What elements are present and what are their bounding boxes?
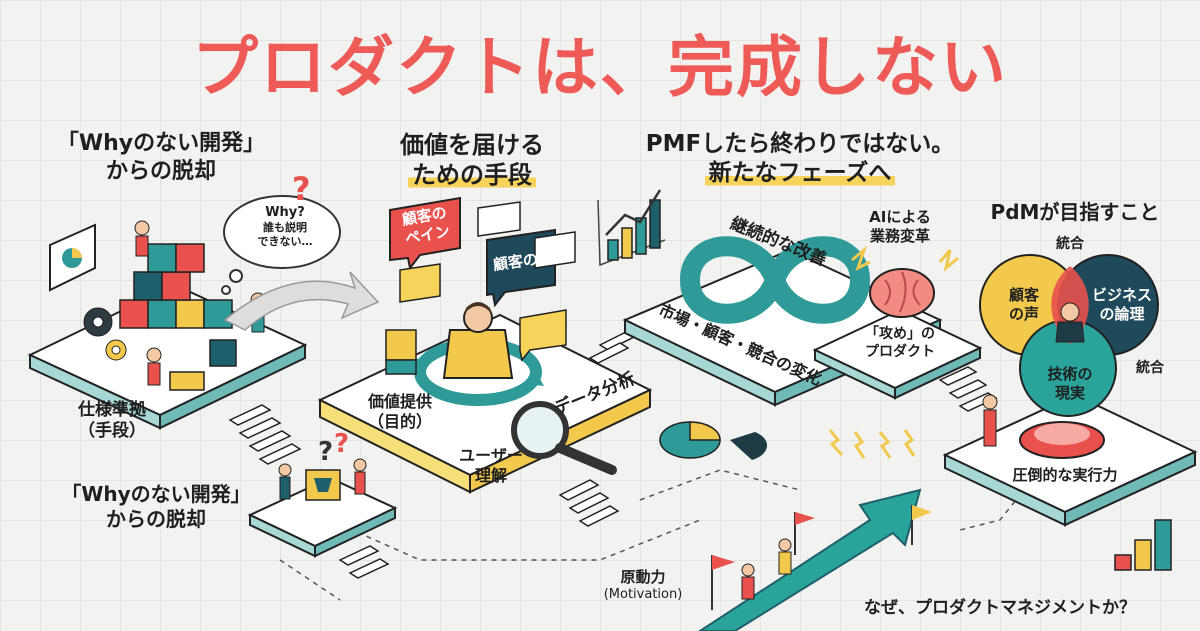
business-logic-circle: ビジネス の論理 [1082, 286, 1162, 324]
integration-right-label: 統合 [1136, 360, 1164, 376]
pie-screen-icon [49, 223, 96, 292]
pdm-heading: PdMが目指すこと [990, 200, 1160, 224]
left-bottom-heading: 「Whyのない開発」 からの脱却 [36, 482, 276, 532]
magnifier-icon [511, 401, 617, 475]
value-label-line1: 価値提供 [367, 392, 432, 411]
lightning-icon [828, 429, 916, 459]
offense-line1: 「攻め」の [865, 326, 935, 342]
offense-product-label: 「攻め」の プロダクト [848, 326, 952, 361]
offense-line2: プロダクト [865, 343, 935, 360]
user-understanding-label: ユーザー 理解 [446, 446, 536, 486]
business-line2: の論理 [1099, 304, 1145, 323]
ai-transformation-label: AIによる 業務変革 [850, 208, 950, 246]
left-heading-line2: からの脱却 [105, 158, 216, 184]
execution-label: 圧倒的な実行力 [1012, 466, 1118, 484]
pie-chart-icon [659, 421, 768, 460]
voice-line1: 顧客 [1008, 286, 1039, 304]
svg-text:?: ? [334, 429, 349, 459]
why-product-management-caption: なぜ、プロダクトマネジメントか？ [864, 598, 1136, 618]
user-label-line2: 理解 [474, 466, 507, 485]
infinity-loop-icon [679, 236, 871, 324]
curved-arrow-icon [223, 271, 380, 331]
left-bottom-heading-line1: 「Whyのない開発」 [61, 482, 251, 506]
venn-diagram [979, 254, 1159, 417]
left-bottom-heading-line2: からの脱却 [106, 507, 206, 531]
customer-voice-circle: 顧客 の声 [994, 286, 1054, 324]
ai-platform [812, 308, 983, 400]
growth-bars [1114, 519, 1172, 571]
motivation-line2: (Motivation) [603, 586, 683, 602]
motivation-line1: 原動力 [620, 568, 666, 586]
voice-line2: の声 [1008, 304, 1039, 323]
svg-text:?: ? [292, 170, 311, 208]
center-heading: 価値を届ける ための手段 [372, 130, 572, 190]
left-heading: 「Whyのない開発」 からの脱却 [36, 130, 286, 185]
flag-icon [711, 505, 932, 610]
pmf-heading: PMFしたら終わりではない。 新たなフェーズへ [630, 130, 970, 188]
left-heading-line1: 「Whyのない開発」 [56, 131, 266, 156]
pmf-heading-line1: PMFしたら終わりではない。 [645, 131, 955, 157]
user-cycle-icon [412, 302, 544, 406]
tech-reality-circle: 技術の 現実 [1030, 365, 1110, 403]
tech-line2: 現実 [1054, 383, 1085, 402]
pmf-heading-line2: 新たなフェーズへ [704, 158, 896, 188]
thought-cloud [221, 195, 341, 295]
value-delivery-label: 価値提供 （目的） [350, 392, 450, 432]
document-cube [385, 329, 417, 375]
why-text: Why? [265, 205, 305, 220]
tech-line1: 技術の [1047, 365, 1093, 383]
nobody-explains-text: 誰も説明 [263, 221, 307, 235]
brain-icon [851, 245, 959, 318]
ai-label-line2: 業務変革 [869, 226, 930, 245]
spec-label-line1: 仕様準拠 [78, 400, 146, 420]
page-title: プロダクトは、完成しない [192, 29, 1008, 106]
gear-icon [83, 307, 127, 361]
small-platform [247, 458, 398, 558]
ai-label-line1: AIによる [869, 208, 931, 226]
svg-text:?: ? [318, 437, 333, 467]
center-heading-line1: 価値を届ける [400, 131, 544, 159]
stairs-left [228, 404, 302, 465]
spec-label: 仕様準拠 （手段） [52, 400, 172, 443]
question-mark-icon: ? ? ? [292, 170, 349, 467]
spec-label-line2: （手段） [78, 421, 146, 442]
cannot-explain-text: できない… [257, 235, 313, 248]
stacked-cubes [119, 243, 237, 391]
motivation-label: 原動力 (Motivation) [588, 568, 698, 603]
stairs-bottom-left [338, 545, 390, 579]
presenter-figure [982, 394, 998, 447]
thought-cloud-text: Why? 誰も説明 できない… [240, 205, 330, 249]
value-label-line2: （目的） [367, 412, 432, 431]
business-line1: ビジネス [1091, 286, 1152, 304]
center-heading-line2: ための手段 [408, 160, 536, 190]
integration-top-label: 統合 [1056, 236, 1084, 252]
bar-chart-icon [597, 189, 666, 267]
venn-platform [942, 393, 1198, 527]
user-label-line1: ユーザー [459, 446, 523, 465]
chat-bubble-icon [389, 196, 576, 362]
